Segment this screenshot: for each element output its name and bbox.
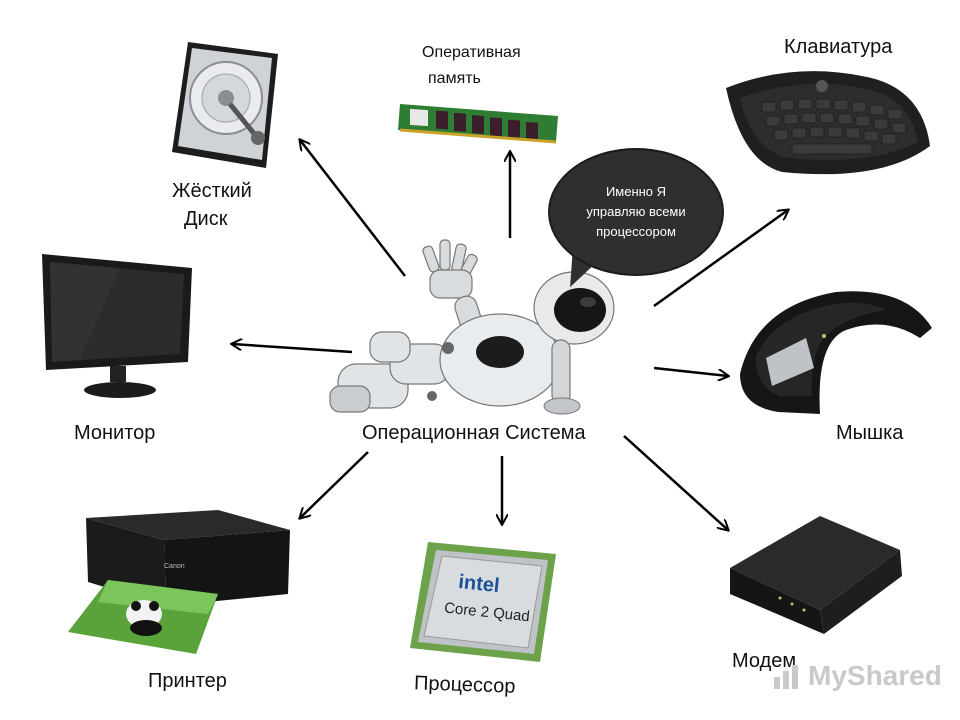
chart-icon <box>774 665 798 689</box>
speech-bubble-text: Именно Я управляю всеми процессором <box>586 184 686 239</box>
monitor-label: Монитор <box>74 422 156 444</box>
hdd-label-line2: Диск <box>184 208 228 230</box>
cpu-label: Процессор <box>413 672 516 698</box>
mouse-image <box>740 291 932 414</box>
ram-label-line1: Оперативная <box>422 44 521 61</box>
arrow-to-modem <box>623 435 728 530</box>
cpu-image: intel Core 2 Quad <box>410 542 556 662</box>
printer-label: Принтер <box>148 670 227 692</box>
modem-image <box>730 516 902 634</box>
os-label: Операционная Система <box>362 422 586 444</box>
hdd-label-line1: Жёсткий <box>172 180 252 202</box>
watermark: MyShared <box>772 660 942 692</box>
ram-module-image <box>398 104 558 144</box>
watermark-text: MyShared <box>808 660 942 691</box>
printer-image: Canon <box>68 510 290 654</box>
mouse-label: Мышка <box>836 422 904 444</box>
arrow-to-mouse <box>653 366 728 376</box>
robot-os-image <box>329 239 615 415</box>
printer-brand: Canon <box>164 563 185 570</box>
hard-disk-image <box>172 42 278 168</box>
ram-label-line2: память <box>428 70 481 87</box>
modem-label: Модем <box>732 650 797 672</box>
cpu-brand-text: intel <box>457 571 500 597</box>
keyboard-label: Клавиатура <box>784 36 893 58</box>
arrow-to-printer <box>300 451 369 518</box>
keyboard-image <box>726 71 930 175</box>
speech-bubble: Именно Я управляю всеми процессором <box>548 148 724 276</box>
monitor-image <box>42 254 192 398</box>
